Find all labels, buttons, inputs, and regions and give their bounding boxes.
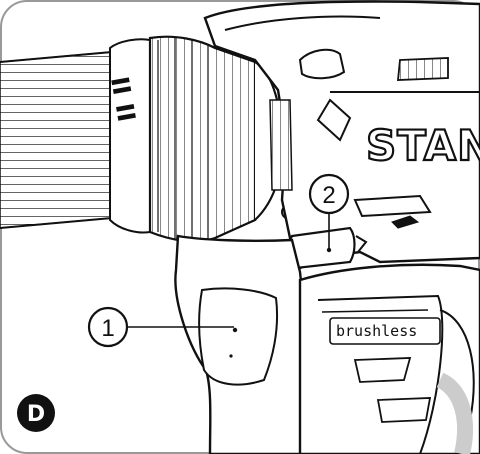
callout-1-number: 1 [101, 315, 114, 342]
callout-2: 2 [308, 173, 350, 215]
callout-1: 1 [87, 306, 129, 348]
callout-2-number: 2 [322, 182, 335, 209]
drill-handle [174, 234, 307, 454]
chuck-sleeve [0, 51, 113, 229]
brand-text: STANL [366, 121, 480, 170]
drill-body-upper [203, 0, 480, 270]
grip-overmold [298, 263, 480, 454]
panel-label-badge: D [17, 394, 55, 432]
brushless-logo: brushless [336, 322, 417, 340]
panel-label: D [27, 402, 45, 427]
